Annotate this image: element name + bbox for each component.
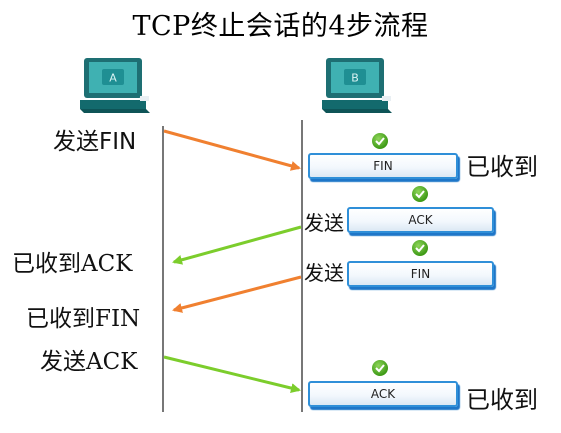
arrow-fin-a-to-b [163, 129, 301, 171]
label-received-fin: 已收到FIN [26, 306, 141, 332]
check-icon [412, 240, 428, 256]
label-send-2: 发送 [304, 261, 344, 285]
computer-a-icon: A [80, 56, 154, 114]
label-send-1: 发送 [304, 211, 344, 235]
check-icon [372, 360, 388, 376]
diagram-title: TCP终止会话的4步流程 [132, 11, 429, 42]
packet-fin-received: FIN [308, 153, 458, 179]
host-b-label: B [351, 72, 359, 85]
label-send-ack: 发送ACK [40, 349, 138, 375]
label-send-fin: 发送FIN [53, 129, 137, 155]
packet-ack-sent: ACK [347, 207, 494, 233]
label-received-1: 已收到 [466, 153, 538, 181]
check-icon [412, 186, 428, 202]
label-received-2: 已收到 [466, 386, 538, 414]
arrow-ack-a-to-b [163, 355, 301, 393]
label-received-ack: 已收到ACK [12, 251, 133, 277]
host-a-label: A [109, 72, 117, 85]
arrow-ack-b-to-a [172, 225, 302, 265]
check-icon [372, 133, 388, 149]
packet-fin-sent: FIN [347, 261, 494, 287]
packet-ack-received: ACK [308, 381, 458, 407]
computer-b-icon: B [322, 56, 396, 114]
arrow-fin-b-to-a [172, 275, 302, 313]
